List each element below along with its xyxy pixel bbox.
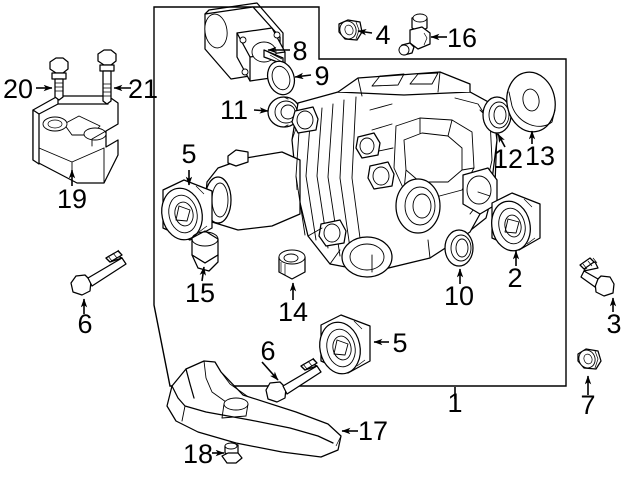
fill-plug-part (191, 230, 219, 272)
bushing-bottom-center-part (319, 314, 371, 375)
nut-small-right-part (577, 348, 602, 370)
callout-label-20: 20 (3, 74, 33, 104)
bolt-shield-small-part (221, 442, 243, 464)
callout-label-16: 16 (447, 23, 477, 53)
callout-label-18: 18 (183, 439, 213, 469)
assembly-group-frame (153, 6, 567, 387)
callout-label-6-shield: 6 (260, 336, 275, 366)
seal-ring-rear-part (444, 229, 474, 267)
callout-label-13: 13 (525, 141, 555, 171)
callout-label-5-bottom: 5 (392, 328, 407, 358)
callout-label-4: 4 (375, 20, 390, 50)
callout-label-2: 2 (507, 263, 522, 293)
seal-ring-side-part (482, 96, 512, 134)
bolt-flange-left-part (70, 249, 127, 296)
callout-label-17: 17 (358, 416, 388, 446)
bolt-bracket-short-part (49, 57, 69, 101)
callout-label-11: 11 (220, 95, 248, 125)
callout-label-14: 14 (278, 297, 308, 327)
o-ring-seal-part (266, 60, 296, 96)
callout-label-9: 9 (314, 61, 329, 91)
cover-washer-part (506, 71, 556, 133)
callout-label-7: 7 (580, 390, 595, 420)
drain-plug-part (278, 249, 306, 280)
callout-leaders (36, 29, 617, 457)
callout-label-1: 1 (447, 388, 462, 418)
callout-label-8: 8 (292, 36, 307, 66)
callout-label-6-left: 6 (77, 309, 92, 339)
bolt-bracket-long-part (97, 49, 117, 105)
vent-breather-valve-part (398, 13, 431, 56)
callout-label-10: 10 (444, 281, 474, 311)
callout-labels: 1 2 3 4 5 5 6 6 7 8 9 10 11 12 13 14 15 … (3, 20, 622, 469)
mount-bracket-part (32, 95, 119, 184)
callout-label-21: 21 (128, 74, 158, 104)
nut-small-part (338, 19, 363, 41)
callout-label-19: 19 (57, 184, 87, 214)
bushing-front-left-part (161, 179, 213, 241)
callout-label-12: 12 (493, 144, 523, 174)
bolt-flange-shield-part (265, 357, 322, 403)
skid-plate-shield-part (166, 360, 342, 458)
bolt-long-right-part (579, 257, 615, 297)
callout-label-15: 15 (185, 278, 215, 308)
bushing-rear-right-part (491, 192, 541, 252)
callout-label-5-front: 5 (181, 139, 196, 169)
callout-label-3: 3 (606, 309, 621, 339)
